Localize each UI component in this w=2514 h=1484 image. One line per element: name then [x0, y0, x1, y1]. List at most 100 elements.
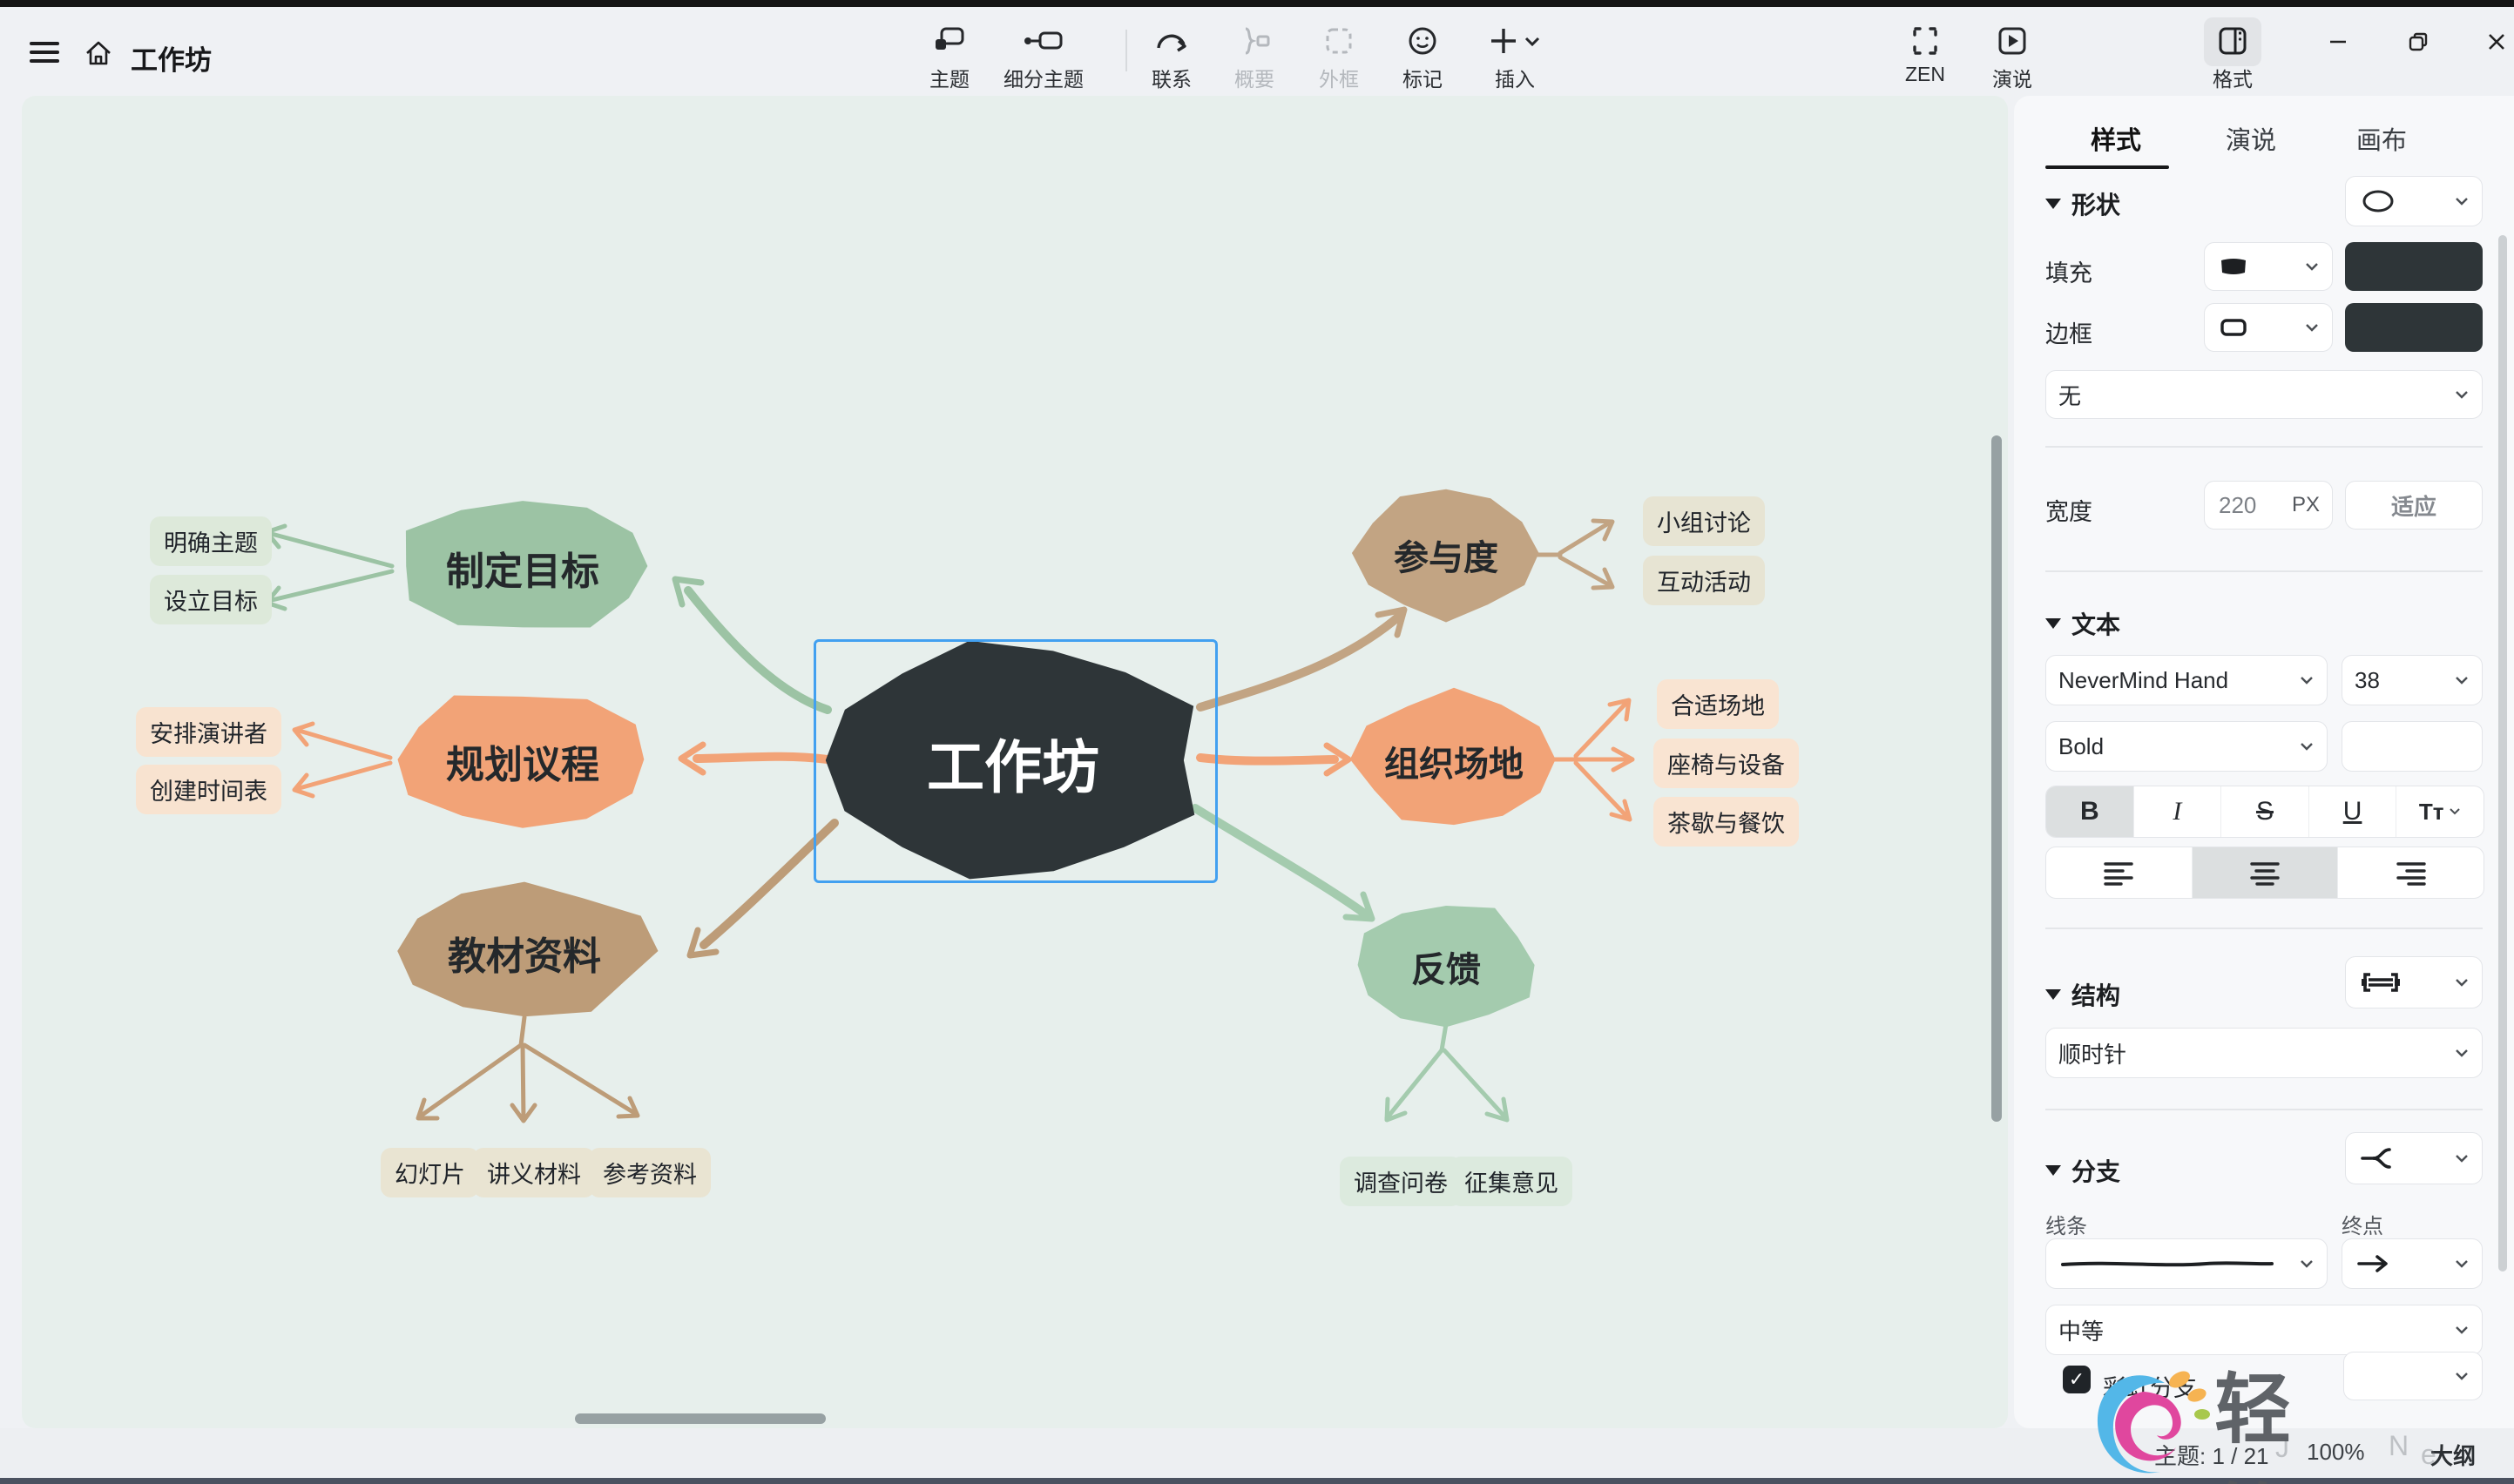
structure-type-select[interactable]: [2345, 956, 2483, 1008]
zoom-level[interactable]: 100%: [2307, 1439, 2365, 1465]
border-color-swatch[interactable]: [2345, 303, 2483, 352]
child-link: [294, 760, 393, 792]
restore-button[interactable]: [2401, 26, 2436, 57]
arrowhead: [678, 741, 706, 776]
text-section-header[interactable]: 文本: [2045, 606, 2120, 641]
node-venue-blob[interactable]: [1349, 687, 1556, 826]
text-case-button[interactable]: Tᴛ: [2396, 786, 2484, 837]
branch-weight-select[interactable]: 中等: [2045, 1305, 2483, 1355]
menu-icon[interactable]: [30, 42, 59, 64]
endpoint-select[interactable]: [2342, 1238, 2483, 1289]
align-left-button[interactable]: [2046, 847, 2193, 898]
width-input-box[interactable]: PX: [2204, 481, 2333, 530]
width-input[interactable]: [2217, 490, 2276, 520]
collapse-caret-icon: [2045, 989, 2061, 1000]
font-family-select[interactable]: NeverMind Hand: [2045, 655, 2328, 705]
child-label[interactable]: 征集意见: [1450, 1157, 1572, 1206]
child-label[interactable]: 幻灯片: [381, 1148, 479, 1197]
node-participation-blob[interactable]: [1351, 489, 1539, 623]
child-label[interactable]: 座椅与设备: [1653, 739, 1799, 788]
font-size-select[interactable]: 38: [2342, 655, 2483, 705]
watermark-ghost-letter: J: [2275, 1432, 2289, 1463]
divider: [2045, 446, 2483, 448]
child-link: [1573, 699, 1630, 759]
panel-scrollbar[interactable]: [2498, 235, 2507, 1272]
titlebar: 工作坊 主题 细分主题 联系 概要: [0, 7, 2514, 96]
toolbar-format-button[interactable]: 格式: [2191, 21, 2274, 92]
close-button[interactable]: [2479, 26, 2514, 57]
child-label[interactable]: 创建时间表: [136, 765, 281, 814]
chevron-down-icon: [2301, 743, 2313, 751]
chevron-down-icon: [2456, 1155, 2468, 1163]
structure-direction-select[interactable]: 顺时针: [2045, 1028, 2483, 1078]
align-center-button[interactable]: [2192, 847, 2339, 898]
arrowhead: [1342, 891, 1375, 922]
toolbar-subtopic-button[interactable]: 细分主题: [1002, 21, 1085, 92]
node-materials-blob[interactable]: [397, 881, 659, 1017]
horizontal-scrollbar[interactable]: [575, 1413, 826, 1424]
toolbar-mark-button[interactable]: 标记: [1381, 21, 1464, 92]
fit-button[interactable]: 适应: [2345, 481, 2483, 530]
arrowhead: [416, 1097, 440, 1121]
minimize-button[interactable]: [2321, 26, 2355, 57]
align-right-button[interactable]: [2338, 847, 2484, 898]
node-root-blob[interactable]: [825, 640, 1195, 880]
shape-select[interactable]: [2345, 176, 2483, 226]
child-label[interactable]: 调查问卷: [1340, 1157, 1462, 1206]
toolbar-outerframe-button[interactable]: 外框: [1297, 21, 1381, 92]
link-root-materials: [699, 819, 839, 949]
child-label[interactable]: 讲义材料: [473, 1148, 595, 1197]
selection-rectangle: [814, 639, 1218, 883]
fill-style-select[interactable]: [2204, 242, 2333, 291]
child-label[interactable]: 明确主题: [150, 516, 272, 566]
branch-section-header[interactable]: 分支: [2045, 1153, 2120, 1188]
fill-color-swatch[interactable]: [2345, 242, 2483, 291]
node-feedback-blob[interactable]: [1357, 906, 1535, 1028]
active-tab-underline: [2045, 165, 2169, 169]
vertical-scrollbar[interactable]: [1991, 435, 2002, 1122]
child-label[interactable]: 互动活动: [1643, 556, 1765, 605]
smiley-icon: [1381, 21, 1464, 61]
line-style-select[interactable]: [2045, 1238, 2328, 1289]
node-goals-blob[interactable]: [405, 501, 648, 628]
tab-canvas[interactable]: 画布: [2356, 127, 2408, 155]
toolbar-relation-button[interactable]: 联系: [1130, 21, 1213, 92]
text-color-field[interactable]: [2342, 721, 2483, 772]
home-icon[interactable]: [84, 38, 113, 68]
shape-section-header[interactable]: 形状: [2045, 186, 2120, 221]
child-label[interactable]: 参考资料: [589, 1148, 711, 1197]
tab-present[interactable]: 演说: [2226, 127, 2277, 155]
arrow-right-icon: [2357, 1255, 2388, 1272]
toolbar-zen-button[interactable]: ZEN: [1883, 21, 1967, 86]
collapse-caret-icon: [2045, 618, 2061, 629]
child-label[interactable]: 小组讨论: [1643, 496, 1765, 546]
strikethrough-button[interactable]: S: [2221, 786, 2309, 837]
filled-shape-icon: [2221, 259, 2246, 274]
child-label[interactable]: 合适场地: [1657, 679, 1779, 729]
link-root-venue: [1196, 753, 1339, 766]
toolbar-present-button[interactable]: 演说: [1970, 21, 2054, 92]
italic-button[interactable]: I: [2134, 786, 2222, 837]
toolbar-summary-button[interactable]: 概要: [1213, 21, 1296, 92]
rainbow-branch-checkbox[interactable]: ✓: [2063, 1366, 2091, 1393]
underline-button[interactable]: U: [2309, 786, 2397, 837]
summary-icon: [1213, 21, 1296, 61]
border-line-select[interactable]: 无: [2045, 370, 2483, 419]
toolbar-insert-button[interactable]: 插入: [1467, 21, 1563, 92]
watermark-ghost-letter: e: [2421, 1439, 2436, 1470]
font-weight-select[interactable]: Bold: [2045, 721, 2328, 772]
child-label[interactable]: 设立目标: [150, 575, 272, 624]
structure-section-header[interactable]: 结构: [2045, 977, 2120, 1012]
branch-style-select[interactable]: [2345, 1132, 2483, 1184]
rainbow-palette-select[interactable]: [2343, 1352, 2483, 1400]
child-label[interactable]: 安排演讲者: [136, 707, 281, 757]
node-agenda-blob[interactable]: [397, 695, 645, 828]
chevron-down-icon: [2306, 324, 2318, 332]
arrowhead: [1591, 567, 1615, 590]
border-style-select[interactable]: [2204, 303, 2333, 352]
outline-button[interactable]: 大纲: [2430, 1443, 2477, 1469]
bold-button[interactable]: B: [2046, 786, 2134, 837]
toolbar-topic-button[interactable]: 主题: [908, 21, 991, 92]
child-label[interactable]: 茶歇与餐饮: [1653, 797, 1799, 847]
tab-style[interactable]: 样式: [2091, 127, 2142, 155]
